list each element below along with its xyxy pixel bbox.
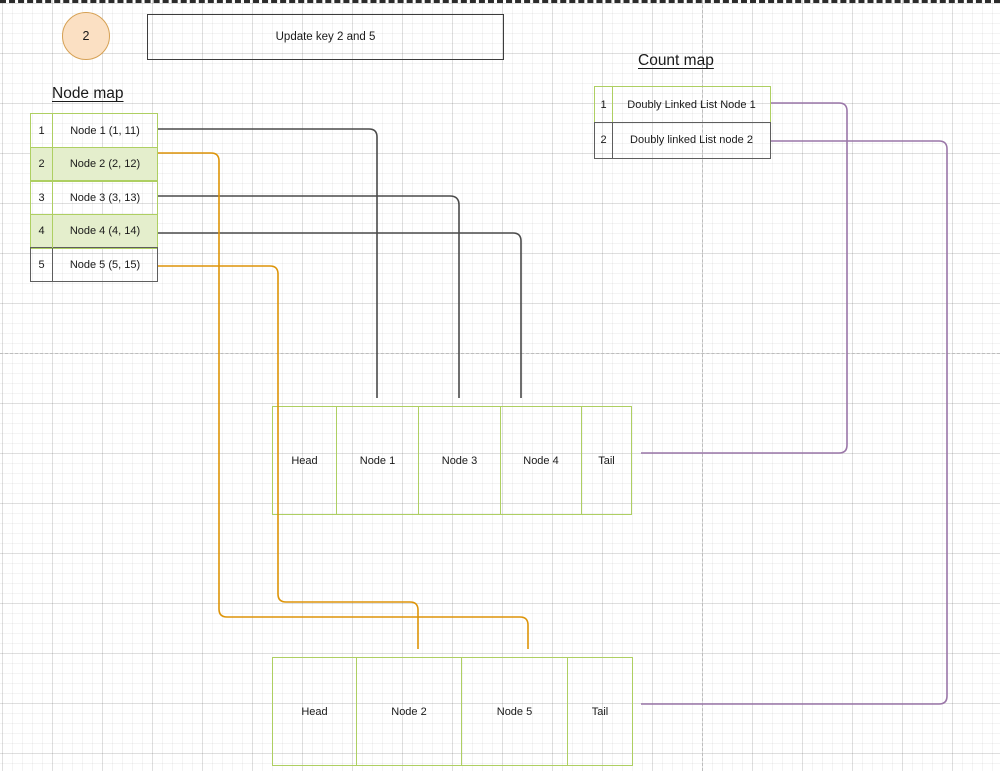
node-map-title: Node map [52,85,124,102]
node-map-key: 5 [31,248,53,282]
table-row[interactable]: 4 Node 4 (4, 14) [30,213,158,249]
operation-banner-label: Update key 2 and 5 [275,31,376,43]
connector-node1-to-dll1-node1 [158,128,378,398]
connector-node3-to-dll1-node3 [158,195,460,398]
table-row[interactable]: 5 Node 5 (5, 15) [30,247,158,283]
horizontal-guide-line [0,353,1000,354]
count-map-value: Doubly linked List node 2 [630,134,753,147]
doubly-linked-list-2: Head Node 2 Node 5 Tail [272,657,633,766]
page-top-dashed-edge [0,0,1000,3]
dll2-cell-tail[interactable]: Tail [591,705,609,718]
connector-node4-to-dll1-node4 [158,232,522,398]
count-map-value: Doubly Linked List Node 1 [627,98,756,111]
dll1-cell-node-3[interactable]: Node 3 [419,407,501,514]
node-map-key: 1 [31,114,53,147]
operation-banner: Update key 2 and 5 [147,14,504,60]
node-map-value: Node 4 (4, 14) [69,225,141,238]
doubly-linked-list-1: Head Node 1 Node 3 Node 4 Tail [272,406,632,515]
dll2-cell-node-5[interactable]: Node 5 [462,658,568,765]
dll1-cell-node-1[interactable]: Node 1 [337,407,419,514]
connector-node2-to-dll2-node5 [158,152,529,649]
node-map-table: 1 Node 1 (1, 11) 2 Node 2 (2, 12) 3 Node… [30,113,158,283]
dll1-cell-head[interactable]: Head [273,407,337,514]
step-badge: 2 [62,12,110,60]
node-map-value: Node 5 (5, 15) [69,258,141,271]
count-map-key: 2 [595,122,613,158]
connector-count2-to-dll2-tail [641,140,948,705]
dll1-cell-node-4[interactable]: Node 4 [501,407,582,514]
table-row[interactable]: 3 Node 3 (3, 13) [30,180,158,216]
table-row[interactable]: 1 Node 1 (1, 11) [30,113,158,148]
node-map-value: Node 3 (3, 13) [69,191,141,204]
count-map-title: Count map [638,52,714,69]
node-map-value: Node 2 (2, 12) [69,158,141,171]
count-map-table: 1 Doubly Linked List Node 1 2 Doubly lin… [594,86,771,159]
table-row[interactable]: 2 Doubly linked List node 2 [594,121,771,159]
dll2-cell-node-2[interactable]: Node 2 [357,658,462,765]
table-row[interactable]: 2 Node 2 (2, 12) [30,146,158,182]
dll2-cell-head[interactable]: Head [273,658,357,765]
step-badge-label: 2 [82,29,90,43]
node-map-key: 4 [31,214,53,248]
count-map-key: 1 [595,87,613,122]
dll1-cell-tail[interactable]: Tail [598,454,615,467]
node-map-key: 3 [31,181,53,215]
node-map-value: Node 1 (1, 11) [70,124,140,137]
table-row[interactable]: 1 Doubly Linked List Node 1 [594,86,771,123]
node-map-key: 2 [31,147,53,181]
